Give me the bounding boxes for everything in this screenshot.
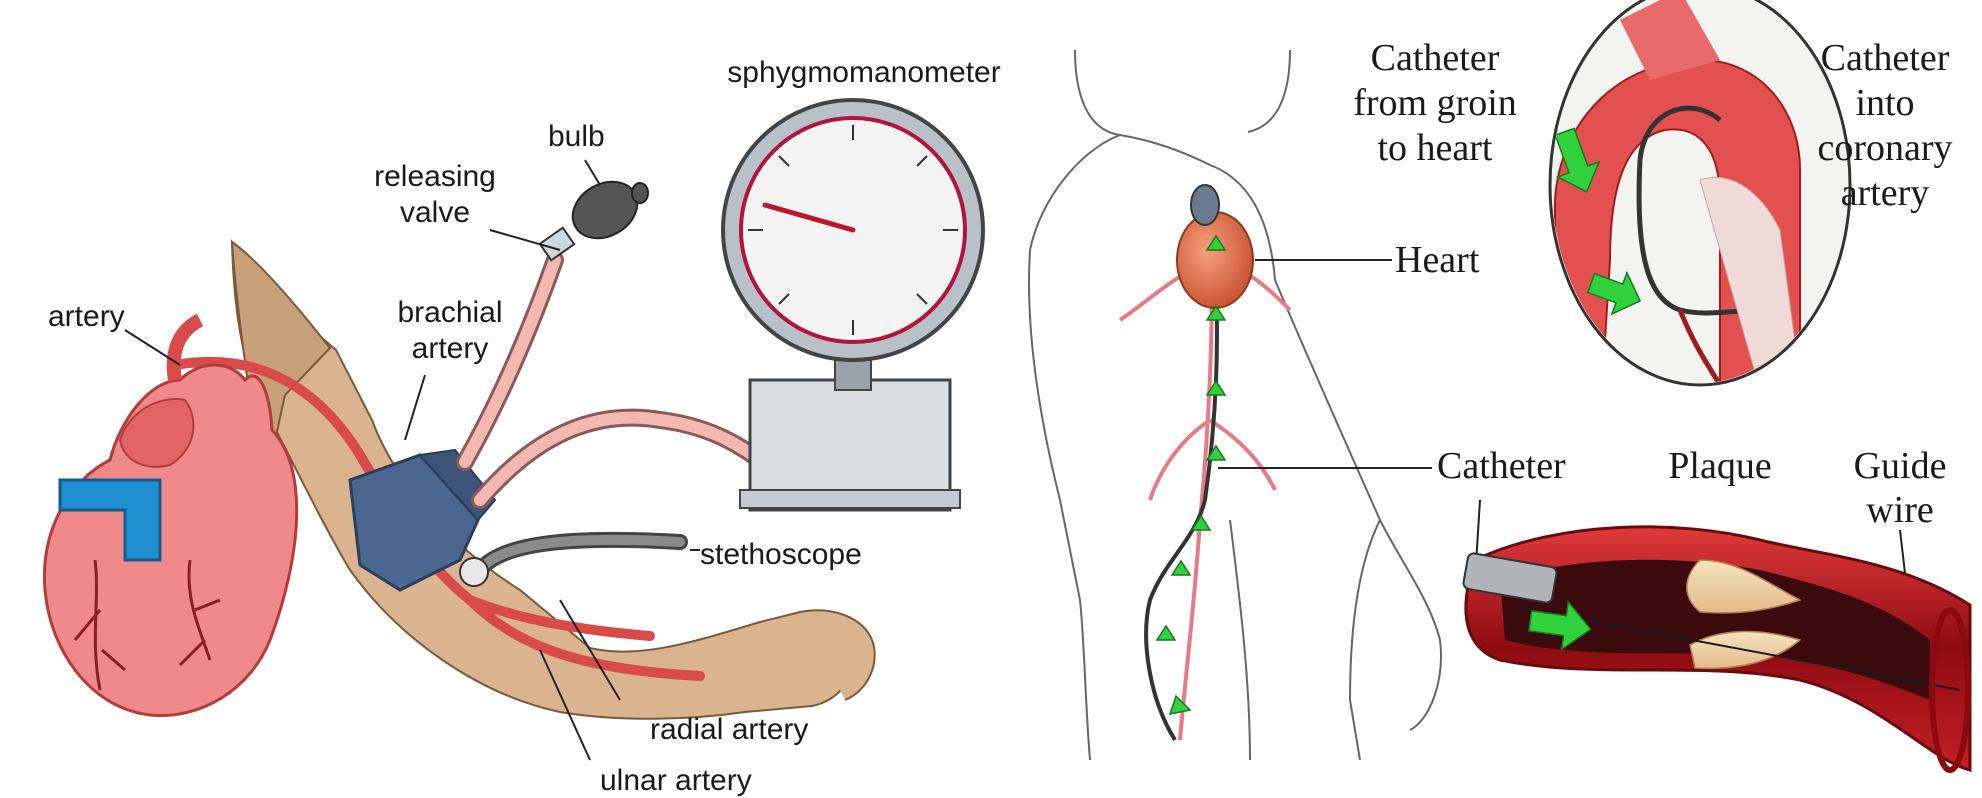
catheter-groin-label-line1: Catheter: [1340, 38, 1530, 79]
catheter-groin-label-line2: from groin: [1340, 83, 1530, 124]
catheter-coronary-label-line3: coronary: [1790, 128, 1980, 169]
sphygmomanometer-label: sphygmomanometer: [714, 56, 1014, 90]
catheter-label: Catheter: [1437, 446, 1566, 487]
ulnar-artery-label: ulnar artery: [600, 764, 752, 798]
catheter-coronary-label-line2: into: [1790, 83, 1980, 124]
gauge-icon: [723, 100, 983, 510]
radial-artery-label: radial artery: [650, 713, 808, 747]
bulb-label: bulb: [548, 120, 605, 154]
brachial-artery-label-line1: brachial: [385, 296, 515, 330]
releasing-valve-label-line2: valve: [360, 196, 510, 230]
heart-icon: [44, 320, 296, 716]
catheter-groin-label-line3: to heart: [1340, 128, 1530, 169]
guide-wire-label-line2: wire: [1830, 490, 1970, 531]
guide-wire-label-line1: Guide: [1830, 446, 1970, 487]
artery-cross-section-icon: [1463, 527, 1970, 770]
catheter-path: [1146, 265, 1217, 740]
stethoscope-label: stethoscope: [700, 538, 862, 572]
releasing-valve-label-line1: releasing: [360, 160, 510, 194]
catheter-coronary-label-line4: artery: [1790, 173, 1980, 214]
brachial-artery-label-line2: artery: [385, 332, 515, 366]
artery-label: artery: [48, 300, 125, 334]
bulb-icon: [540, 170, 648, 260]
catheter-coronary-label-line1: Catheter: [1790, 38, 1980, 79]
plaque-label: Plaque: [1650, 446, 1790, 487]
heart-label: Heart: [1395, 240, 1479, 281]
